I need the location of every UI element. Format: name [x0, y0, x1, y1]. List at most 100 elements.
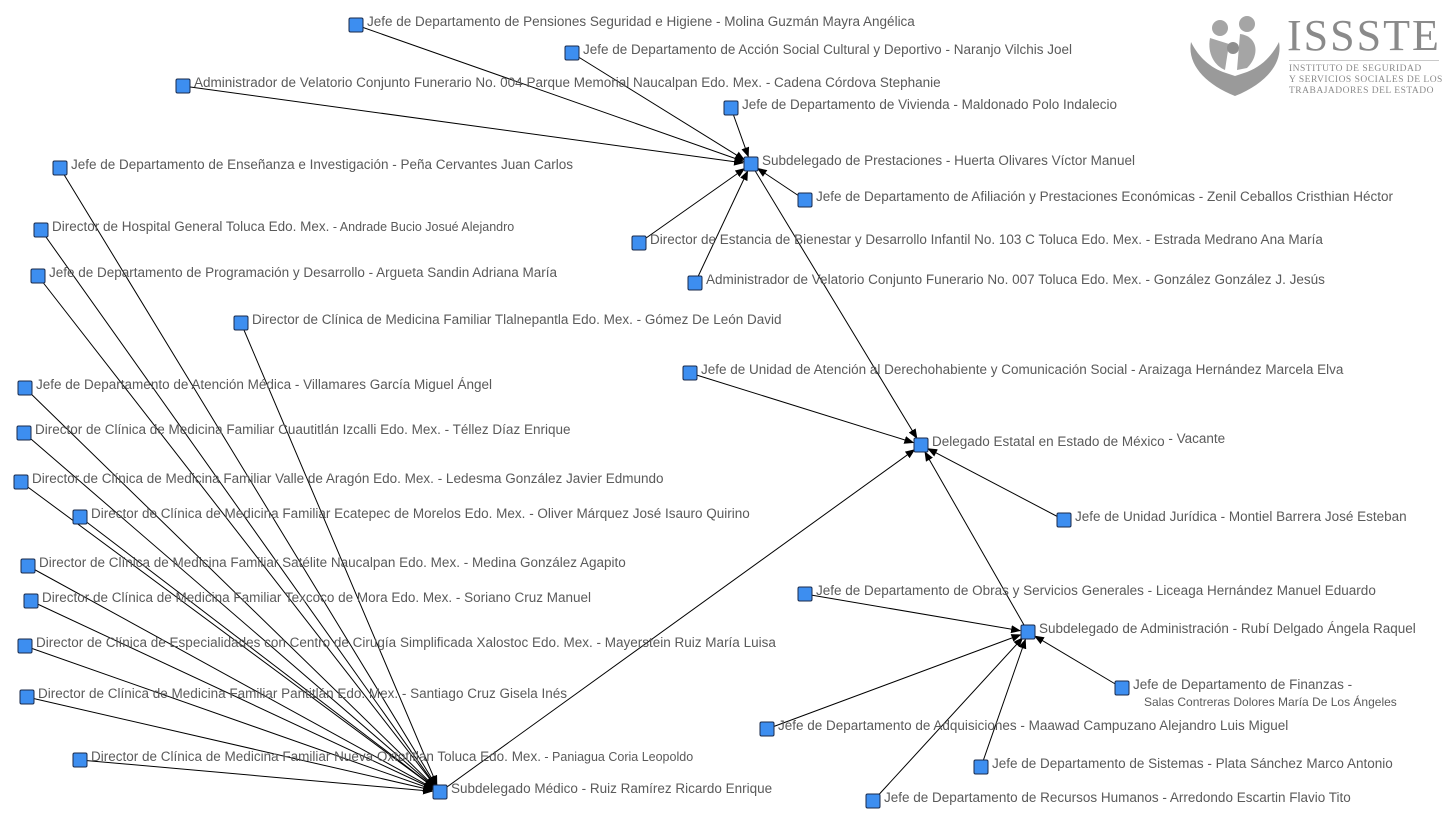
node-person: - Ruiz Ramírez Ricardo Enrique — [578, 781, 772, 796]
org-node[interactable]: Jefe de Departamento de Finanzas -Salas … — [1114, 677, 1397, 709]
node-square-icon[interactable] — [723, 100, 739, 116]
edge-arrow — [980, 638, 1027, 768]
node-square-icon[interactable] — [348, 17, 364, 33]
org-node[interactable]: Jefe de Departamento de Acción Social Cu… — [564, 42, 1072, 61]
edge-arrow — [40, 229, 436, 787]
org-node[interactable]: Jefe de Departamento de Vivienda - Maldo… — [723, 97, 1117, 116]
node-square-icon[interactable] — [13, 474, 29, 490]
node-person: - Zenil Ceballos Cristhian Héctor — [1195, 189, 1394, 204]
node-person: - Paniagua Coria Leopoldo — [541, 750, 693, 764]
org-node[interactable]: Jefe de Departamento de Sistemas - Plata… — [973, 756, 1393, 775]
org-node[interactable]: Director de Clínica de Medicina Familiar… — [23, 590, 591, 609]
node-square-icon[interactable] — [797, 192, 813, 208]
node-square-icon[interactable] — [432, 784, 448, 800]
node-role: Director de Clínica de Especialidades co… — [36, 635, 593, 650]
edge-arrow — [638, 168, 746, 244]
org-node[interactable]: Jefe de Departamento de Obras y Servicio… — [797, 583, 1376, 602]
org-node[interactable]: Jefe de Departamento de Recursos Humanos… — [865, 790, 1351, 809]
edge-arrow — [26, 696, 434, 793]
node-square-icon[interactable] — [1114, 680, 1130, 696]
node-role: Subdelegado Médico — [451, 781, 578, 796]
node-label: Director de Clínica de Especialidades co… — [36, 635, 776, 650]
node-person: - Andrade Bucio Josué Alejandro — [329, 220, 514, 234]
org-node[interactable]: Director de Hospital General Toluca Edo.… — [33, 219, 514, 238]
node-square-icon[interactable] — [33, 222, 49, 238]
node-square-icon[interactable] — [17, 380, 33, 396]
node-square-icon[interactable] — [17, 638, 33, 654]
org-node[interactable]: Director de Estancia de Bienestar y Desa… — [631, 232, 1323, 251]
node-person: - González González J. Jesús — [1142, 272, 1325, 287]
node-square-icon[interactable] — [743, 156, 759, 172]
node-square-icon[interactable] — [973, 759, 989, 775]
node-person: - Montiel Barrera José Esteban — [1217, 509, 1407, 524]
org-node[interactable]: Jefe de Unidad Jurídica - Montiel Barrer… — [1056, 509, 1407, 528]
node-role: Jefe de Departamento de Vivienda — [742, 97, 950, 112]
org-node[interactable]: Subdelegado de Prestaciones - Huerta Oli… — [743, 153, 1135, 172]
node-square-icon[interactable] — [233, 315, 249, 331]
node-square-icon[interactable] — [1020, 624, 1036, 640]
org-node[interactable]: Jefe de Departamento de Programación y D… — [30, 265, 558, 284]
edge-arrow — [750, 163, 918, 440]
node-role: Jefe de Departamento de Programación y D… — [49, 265, 365, 280]
node-label: Jefe de Departamento de Afiliación y Pre… — [816, 189, 1394, 204]
org-node[interactable]: Administrador de Velatorio Conjunto Fune… — [687, 272, 1325, 291]
node-role: Jefe de Departamento de Afiliación y Pre… — [816, 189, 1195, 204]
org-node[interactable]: Director de Clínica de Medicina Familiar… — [72, 506, 750, 525]
node-square-icon[interactable] — [913, 437, 929, 453]
node-square-icon[interactable] — [631, 235, 647, 251]
org-node[interactable]: Jefe de Departamento de Pensiones Seguri… — [348, 14, 915, 33]
node-square-icon[interactable] — [564, 45, 580, 61]
node-square-icon[interactable] — [682, 365, 698, 381]
edge-arrow — [23, 432, 435, 788]
node-role: Director de Estancia de Bienestar y Desa… — [650, 232, 1142, 247]
org-node[interactable]: Administrador de Velatorio Conjunto Fune… — [175, 75, 941, 94]
node-label: Director de Clínica de Medicina Familiar… — [252, 312, 782, 327]
org-node[interactable]: Director de Clínica de Medicina Familiar… — [233, 312, 782, 331]
org-node[interactable]: Director de Clínica de Medicina Familiar… — [16, 422, 570, 441]
nodes: Jefe de Departamento de Pensiones Seguri… — [13, 14, 1416, 809]
org-node[interactable]: Subdelegado Médico - Ruiz Ramírez Ricard… — [432, 781, 772, 800]
org-node[interactable]: Director de Clínica de Medicina Familiar… — [72, 749, 693, 768]
node-person: - Arredondo Escartin Flavio Tito — [1159, 790, 1351, 805]
node-square-icon[interactable] — [865, 793, 881, 809]
org-node[interactable]: Delegado Estatal en Estado de México - V… — [913, 431, 1225, 453]
node-square-icon[interactable] — [1056, 512, 1072, 528]
node-square-icon[interactable] — [72, 509, 88, 525]
logo-divider — [1289, 60, 1439, 61]
node-square-icon[interactable] — [52, 160, 68, 176]
node-role: Director de Clínica de Medicina Familiar… — [39, 555, 460, 570]
org-node[interactable]: Subdelegado de Administración - Rubí Del… — [1020, 621, 1416, 640]
node-square-icon[interactable] — [759, 721, 775, 737]
node-square-icon[interactable] — [23, 593, 39, 609]
node-square-icon[interactable] — [797, 586, 813, 602]
edge-arrow — [24, 645, 434, 791]
org-node[interactable]: Jefe de Departamento de Atención Médica … — [17, 377, 492, 396]
node-square-icon[interactable] — [30, 268, 46, 284]
node-square-icon[interactable] — [16, 425, 32, 441]
org-node[interactable]: Director de Clínica de Medicina Familiar… — [13, 471, 664, 490]
node-square-icon[interactable] — [687, 275, 703, 291]
node-square-icon[interactable] — [175, 78, 191, 94]
org-node[interactable]: Jefe de Departamento de Adquisiciones - … — [759, 718, 1288, 737]
edge-arrow — [804, 593, 1022, 634]
node-square-icon[interactable] — [20, 558, 36, 574]
org-node[interactable]: Jefe de Unidad de Atención al Derechohab… — [682, 362, 1344, 381]
edge-arrow — [79, 759, 434, 795]
node-square-icon[interactable] — [19, 689, 35, 705]
node-square-icon[interactable] — [72, 752, 88, 768]
edge-arrow — [694, 170, 749, 284]
org-node[interactable]: Director de Clínica de Medicina Familiar… — [20, 555, 626, 574]
org-node[interactable]: Director de Clínica de Medicina Familiar… — [19, 686, 567, 705]
node-label: Jefe de Departamento de Atención Médica … — [36, 377, 492, 392]
edge-arrow — [689, 372, 915, 444]
org-node[interactable]: Jefe de Departamento de Afiliación y Pre… — [797, 189, 1394, 208]
node-person: Salas Contreras Dolores María De Los Áng… — [1144, 694, 1397, 709]
edge-arrow — [30, 600, 434, 790]
node-label: Jefe de Unidad Jurídica - Montiel Barrer… — [1075, 509, 1407, 524]
node-role: Director de Clínica de Medicina Familiar… — [91, 506, 525, 521]
node-role: Administrador de Velatorio Conjunto Fune… — [706, 272, 1142, 287]
org-node[interactable]: Director de Clínica de Especialidades co… — [17, 635, 776, 654]
org-node[interactable]: Jefe de Departamento de Enseñanza e Inve… — [52, 157, 573, 176]
edge-arrow — [59, 167, 437, 787]
logo-line: Trabajadores del Estado — [1289, 86, 1434, 96]
